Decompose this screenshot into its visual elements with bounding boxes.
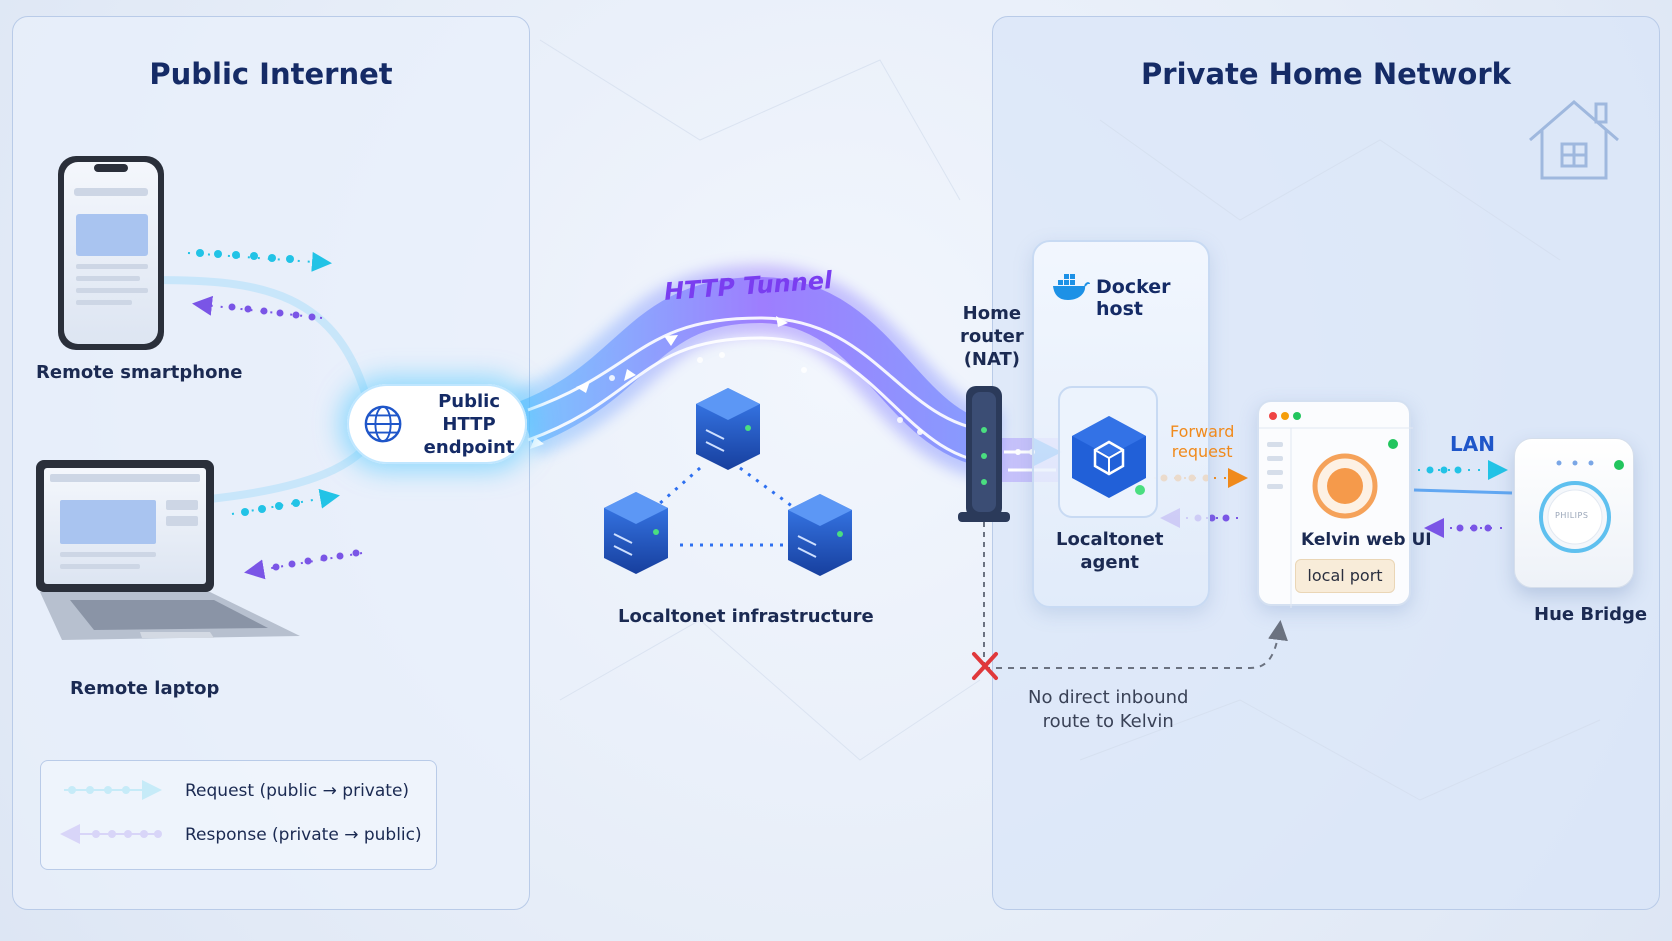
tunnel-arrows (530, 316, 788, 449)
infrastructure-links (649, 466, 801, 547)
smartphone-request-arrow (187, 249, 332, 272)
laptop-label: Remote laptop (70, 678, 220, 699)
hue-bridge-graphic (1539, 460, 1624, 553)
legend-response-label: Response (private → public) (185, 825, 422, 845)
local-port-badge: local port (1295, 559, 1395, 593)
public-internet-title: Public Internet (149, 57, 393, 91)
router-label-line3: (NAT) (963, 349, 1021, 370)
laptop-response-arrow (244, 549, 363, 580)
lan-link (1413, 488, 1513, 495)
lan-label: LAN (1450, 432, 1495, 456)
legend: Request (public → private) Response (pri… (40, 760, 437, 870)
docker-icon (1053, 274, 1090, 300)
forward-line2: request (1171, 442, 1233, 461)
router-label-line2: router (960, 326, 1024, 347)
hue-bridge-label: Hue Bridge (1534, 604, 1648, 625)
agent-label: Localtonet agent (1056, 528, 1163, 574)
server-left (604, 492, 668, 574)
agent-label-line1: Localtonet (1056, 529, 1164, 550)
legend-request-label: Request (public → private) (185, 781, 410, 801)
cube-icon (1072, 416, 1146, 498)
background-network-lines (539, 39, 1601, 801)
endpoint-line2: endpoint (423, 436, 515, 458)
router-label-line1: Home (962, 303, 1022, 324)
blocked-route (972, 522, 1288, 680)
house-icon (1529, 100, 1619, 180)
endpoint-line1: Public HTTP (438, 390, 500, 435)
tunnel-request-line (527, 316, 1001, 434)
router-label: Home router (NAT) (960, 302, 1024, 371)
blocked-route-label: No direct inbound route to Kelvin (1028, 686, 1188, 734)
lan-response-arrow (1424, 518, 1502, 538)
laptop-request-arrow (231, 488, 340, 516)
forward-line1: Forward (1170, 422, 1235, 441)
lan-request-arrow (1418, 460, 1508, 480)
hue-brand: PHILIPS (1555, 511, 1589, 520)
docker-host-label: Docker host (1096, 276, 1171, 320)
globe-icon (364, 405, 402, 443)
agent-label-line2: agent (1080, 552, 1140, 573)
tunnel-packets (609, 352, 923, 435)
x-mark-icon (972, 652, 998, 680)
router-icon (958, 386, 1010, 522)
smartphone-label: Remote smartphone (36, 362, 243, 383)
blocked-line2: route to Kelvin (1042, 711, 1174, 732)
private-home-network-title: Private Home Network (1141, 57, 1511, 91)
http-tunnel (516, 276, 1003, 469)
kelvin-window-graphic (1259, 412, 1413, 608)
public-http-endpoint: Public HTTP endpoint (347, 384, 527, 464)
server-top (696, 388, 760, 470)
smartphone-response-arrow (192, 295, 323, 321)
blocked-line1: No direct inbound (1028, 687, 1189, 708)
forward-request-label: Forward request (1170, 422, 1234, 462)
smartphone-device (58, 156, 164, 350)
kelvin-title: Kelvin web UI (1301, 530, 1432, 550)
tunnel-response-line (527, 336, 1001, 466)
localtonet-agent-card (1058, 386, 1158, 518)
server-right (788, 494, 852, 576)
infrastructure-label: Localtonet infrastructure (618, 606, 874, 627)
laptop-device (36, 460, 300, 640)
hue-bridge-device: PHILIPS (1514, 438, 1634, 588)
